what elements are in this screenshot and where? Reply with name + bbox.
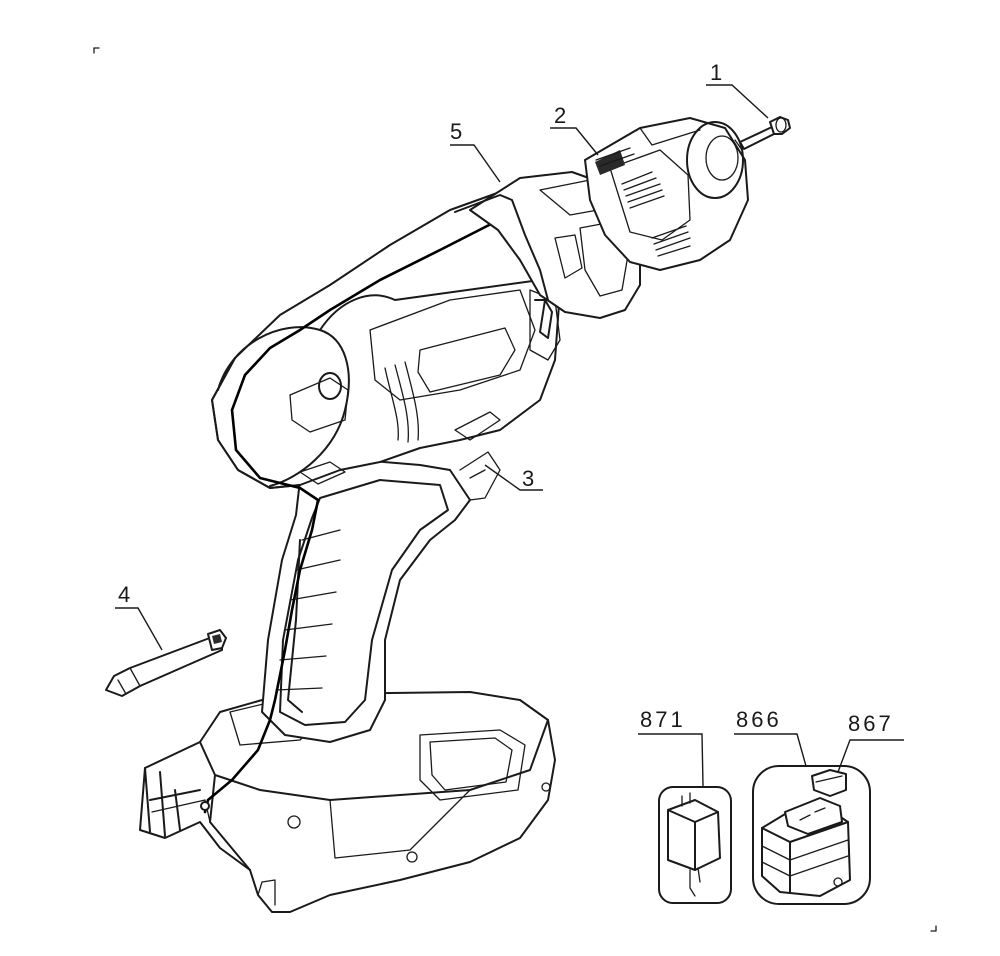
chuck-knurling bbox=[595, 147, 691, 257]
callout-label-4: 4 bbox=[118, 582, 133, 607]
callout-label-866: 866 bbox=[736, 707, 782, 732]
callout-4: 4 bbox=[115, 582, 163, 651]
callout-label-3: 3 bbox=[522, 466, 537, 491]
callout-5: 5 bbox=[450, 119, 501, 183]
callout-label-867: 867 bbox=[848, 711, 894, 736]
chuck-screw bbox=[739, 116, 791, 150]
charger-panel bbox=[658, 786, 732, 904]
battery-cap bbox=[811, 769, 847, 797]
corner-mark-top bbox=[93, 47, 100, 54]
callout-label-5: 5 bbox=[450, 119, 465, 144]
motor-housing bbox=[211, 191, 561, 489]
callout-866: 866 bbox=[734, 707, 807, 767]
callout-2: 2 bbox=[550, 103, 599, 156]
seam-end-point bbox=[200, 801, 210, 811]
corner-mark-bottom bbox=[930, 925, 937, 932]
callout-867: 867 bbox=[837, 711, 904, 773]
battery-pack-panel bbox=[752, 765, 871, 905]
battery-base bbox=[139, 691, 556, 913]
chuck bbox=[584, 117, 749, 271]
callout-3: 3 bbox=[484, 464, 543, 491]
callout-label-2: 2 bbox=[554, 103, 569, 128]
callout-871: 871 bbox=[638, 707, 704, 787]
callout-label-871: 871 bbox=[640, 707, 686, 732]
screwdriver-bit bbox=[105, 629, 227, 697]
callout-label-1: 1 bbox=[710, 60, 725, 85]
housing-seam-line bbox=[203, 220, 497, 814]
callout-1: 1 bbox=[706, 60, 769, 119]
